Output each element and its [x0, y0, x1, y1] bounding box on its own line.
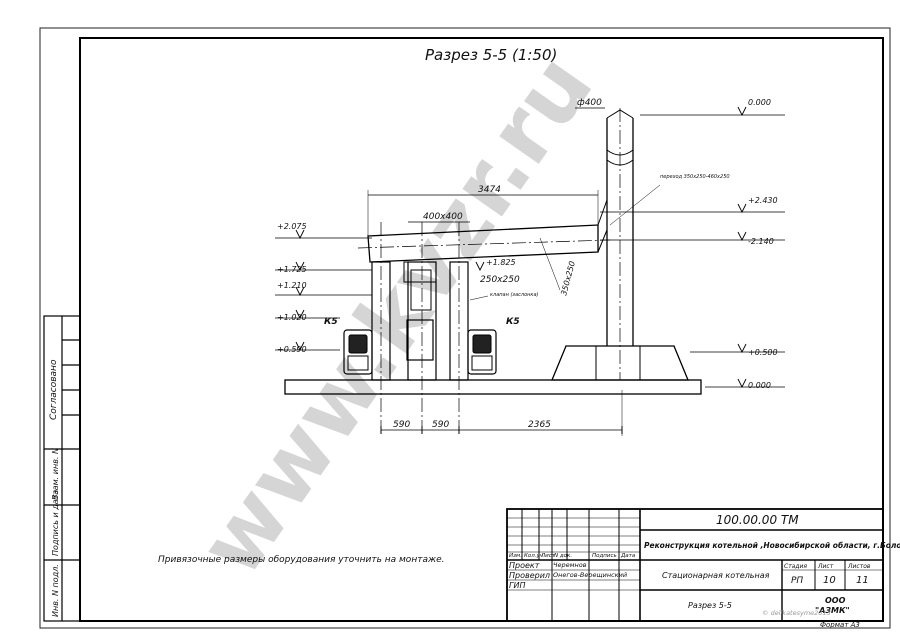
- callout-transition: переход 350x250-460x250: [660, 174, 730, 180]
- company-line1: ООО: [825, 596, 846, 605]
- base-slab: [284, 379, 702, 395]
- outer-frame: [39, 27, 891, 629]
- dim-duct-section: 400x400: [423, 212, 463, 222]
- header-izm: Изм.: [509, 553, 522, 559]
- elev-0590: +0.590: [277, 345, 307, 354]
- header-podpis: Подпись: [592, 553, 617, 559]
- section-drawing: [275, 107, 785, 436]
- callout-valve: клапан (заслонка): [490, 292, 539, 298]
- stamp-agreed: Согласовано: [49, 359, 59, 420]
- label-stage: Стадия: [784, 563, 807, 570]
- title-drawing-name: Разрез 5-5: [688, 601, 732, 610]
- burner-right: [467, 329, 497, 375]
- elev-1725: +1.725: [277, 265, 307, 274]
- value-sheet: 10: [823, 575, 836, 586]
- dim-duct-length: 3474: [478, 185, 501, 195]
- elevation-markers: [295, 106, 747, 389]
- dim-span-3: 2365: [528, 420, 551, 430]
- elev-1210: +1.210: [277, 281, 307, 290]
- value-stage: РП: [791, 576, 803, 586]
- header-ndok: N док.: [554, 553, 572, 559]
- row-name-project: Черемнов: [553, 561, 587, 569]
- label-sheet: Лист: [817, 563, 834, 570]
- value-sheets: 11: [856, 575, 869, 586]
- equipment-label-right: К5: [506, 317, 520, 327]
- drawing-title: Разрез 5-5 (1:50): [425, 46, 557, 64]
- dim-chimney-dia: ф400: [577, 98, 602, 108]
- dim-span-2: 590: [432, 420, 449, 430]
- stamp-inv-orig: Инв. N подл.: [51, 564, 60, 617]
- elev-2430: +2.430: [748, 196, 778, 205]
- dim-branch-section: 250x250: [480, 275, 520, 285]
- copyright-text: © delikatesyme2013: [762, 609, 831, 617]
- chimney-foundation: [551, 345, 689, 381]
- stamp-sign-date: Подпись и дата: [51, 490, 60, 556]
- elev-2140: -2.140: [748, 237, 774, 246]
- row-name-checked: Онегов-Верещинский: [553, 571, 627, 579]
- elev-0000-top: 0.000: [748, 98, 771, 107]
- row-role-gip: ГИП: [509, 581, 525, 590]
- format-label: Формат А3: [820, 621, 860, 629]
- header-data: Дата: [620, 553, 636, 559]
- row-role-project: Проект: [509, 561, 540, 570]
- installation-note: Привязочные размеры оборудования уточнит…: [158, 555, 444, 565]
- dim-span-1: 590: [393, 420, 410, 430]
- equipment-label-left: К5: [324, 317, 338, 327]
- elev-1020: +1.020: [277, 313, 307, 322]
- elev-1825: +1.825: [486, 258, 516, 267]
- elev-0000-bottom: 0.000: [748, 381, 771, 390]
- title-object-name: Стационарная котельная: [662, 571, 770, 580]
- stamp-replaced-inv: Взам. инв. N: [51, 448, 60, 500]
- company-line2: "АЗМК": [815, 606, 850, 615]
- watermark: www.kvzr.ru: [179, 36, 613, 594]
- title-block: [506, 508, 884, 622]
- row-role-checked: Проверил: [509, 571, 550, 580]
- elev-0500: +0.500: [748, 348, 778, 357]
- header-koluch: Кол.уч: [524, 553, 544, 559]
- side-stamp: [43, 315, 81, 622]
- label-sheets: Листов: [847, 563, 871, 570]
- dim-riser-section: 350x250: [559, 260, 577, 296]
- title-project-name: Реконструкция котельной ,Новосибирской о…: [644, 541, 900, 550]
- header-list: Лист: [540, 553, 556, 559]
- title-code: 100.00.00 ТМ: [716, 513, 799, 527]
- elev-2075: +2.075: [277, 222, 307, 231]
- burner-left: [343, 329, 373, 375]
